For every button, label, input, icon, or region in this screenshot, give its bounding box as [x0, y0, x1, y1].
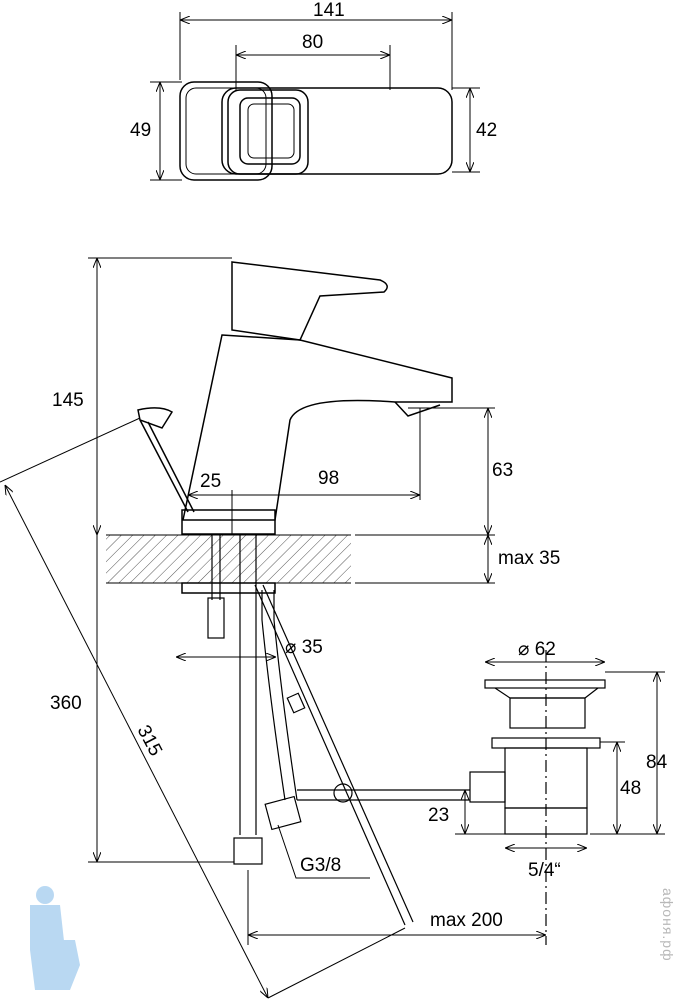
- dim-drain-height-total: 84: [646, 752, 668, 773]
- top-view: [150, 12, 480, 181]
- dim-top-height-right: 42: [476, 120, 498, 141]
- dim-hose-thread: G3/8: [300, 855, 342, 876]
- dim-drain-height-body: 48: [620, 778, 642, 799]
- dim-offset: 25: [200, 471, 222, 492]
- dim-top-width-handle: 80: [302, 32, 324, 53]
- dim-max-distance: max 200: [430, 910, 503, 931]
- plumber-logo: [30, 886, 80, 990]
- dim-hole-diameter: ⌀ 35: [285, 637, 323, 658]
- dim-total-height: 360: [50, 693, 82, 714]
- dimension-lines: [0, 257, 665, 998]
- dim-drain-diameter: ⌀ 62: [518, 639, 556, 660]
- faucet-side-view: [137, 261, 453, 535]
- dim-connection-height: 23: [428, 805, 450, 826]
- dim-max-thickness: max 35: [498, 548, 561, 569]
- watermark: афоня.рф: [660, 888, 676, 962]
- dim-top-height-left: 49: [130, 120, 152, 141]
- dim-spout-height: 63: [492, 460, 514, 481]
- drain-assembly: [469, 650, 606, 945]
- dim-drain-thread: 5/4“: [528, 860, 561, 881]
- countertop: [106, 535, 351, 583]
- dim-tap-height: 145: [52, 390, 84, 411]
- dim-top-width-total: 141: [313, 0, 345, 21]
- dim-spout-reach: 98: [318, 468, 340, 489]
